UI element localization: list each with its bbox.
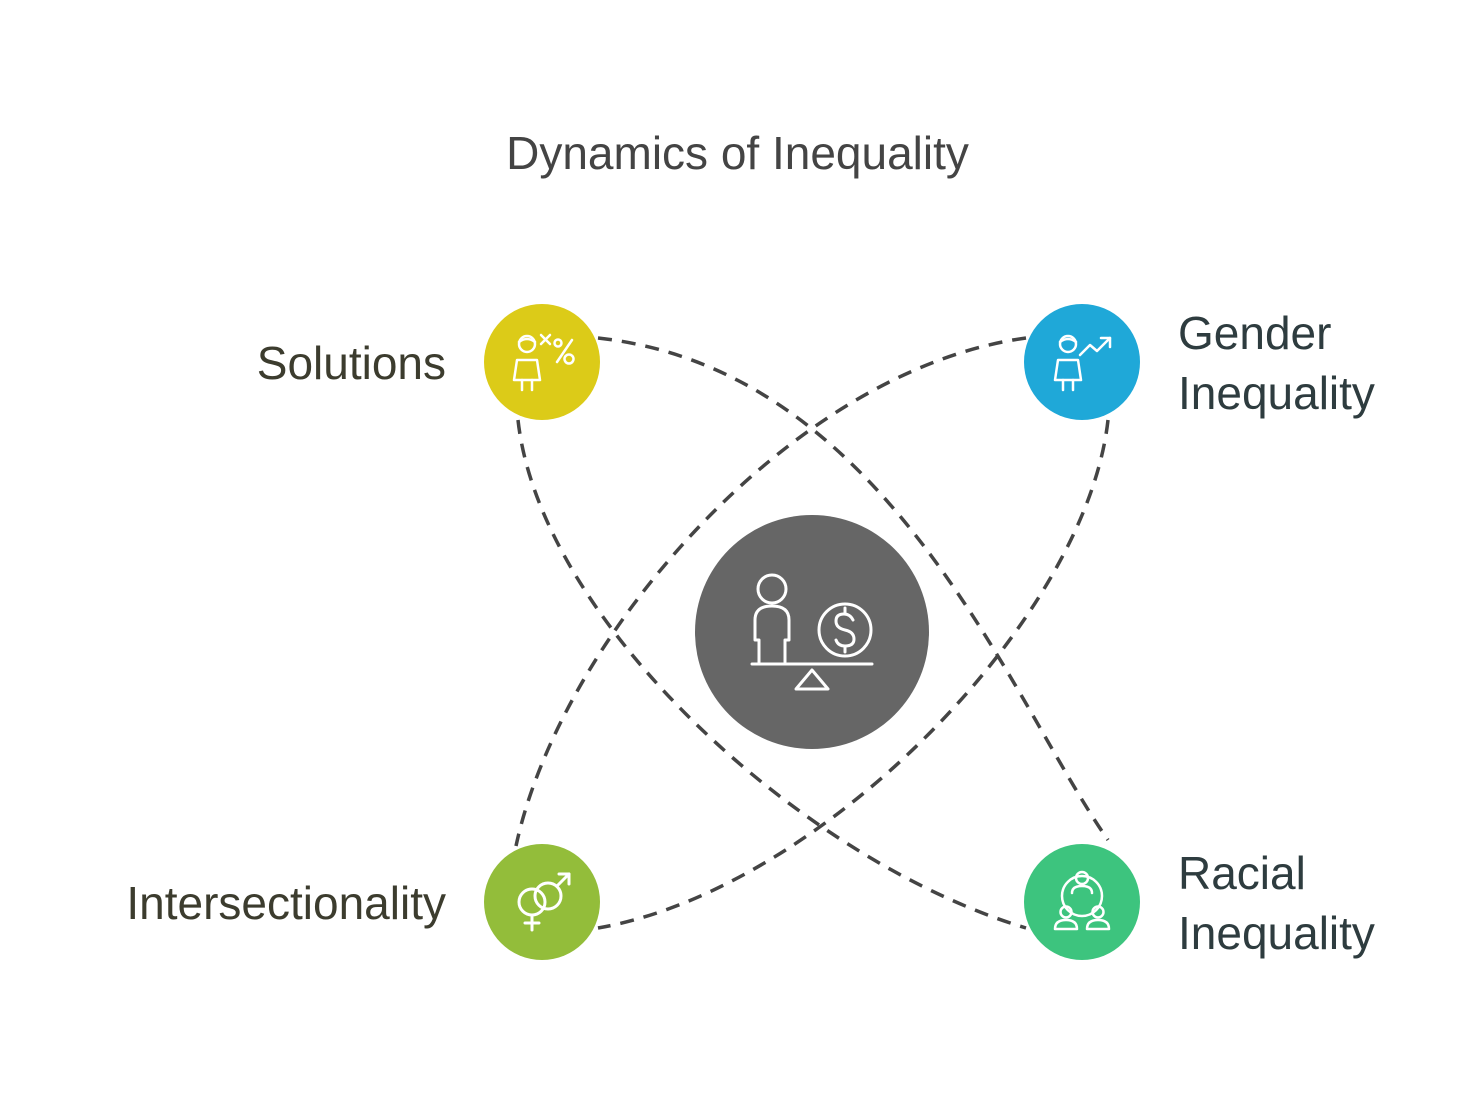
group-people-icon [1053,870,1111,931]
label-gender: Gender Inequality [1178,303,1375,423]
connector-gender-intersectionality [514,336,1027,847]
label-intersectionality: Intersectionality [126,873,446,933]
connector-gender-intersectionality-inner [597,419,1110,930]
node-intersectionality[interactable] [484,844,600,960]
center-node [695,515,929,749]
woman-formula-percent-icon [512,333,575,392]
label-gender-line-2: Inequality [1178,367,1375,419]
gender-symbols-icon [517,872,571,932]
label-racial: Racial Inequality [1178,843,1375,963]
label-gender-line-1: Gender [1178,307,1332,359]
label-racial-line-1: Racial [1178,847,1306,899]
diagram-title: Dynamics of Inequality [506,127,969,179]
node-racial[interactable] [1024,844,1140,960]
node-solutions[interactable] [484,304,600,420]
label-solutions: Solutions [257,333,446,393]
label-intersectionality-line-1: Intersectionality [126,877,446,929]
node-gender[interactable] [1024,304,1140,420]
person-money-balance-icon [750,573,874,691]
connector-solutions-racial [597,336,1110,842]
woman-chart-up-icon [1053,334,1112,392]
label-solutions-line-1: Solutions [256,337,446,389]
label-racial-line-2: Inequality [1178,907,1375,959]
